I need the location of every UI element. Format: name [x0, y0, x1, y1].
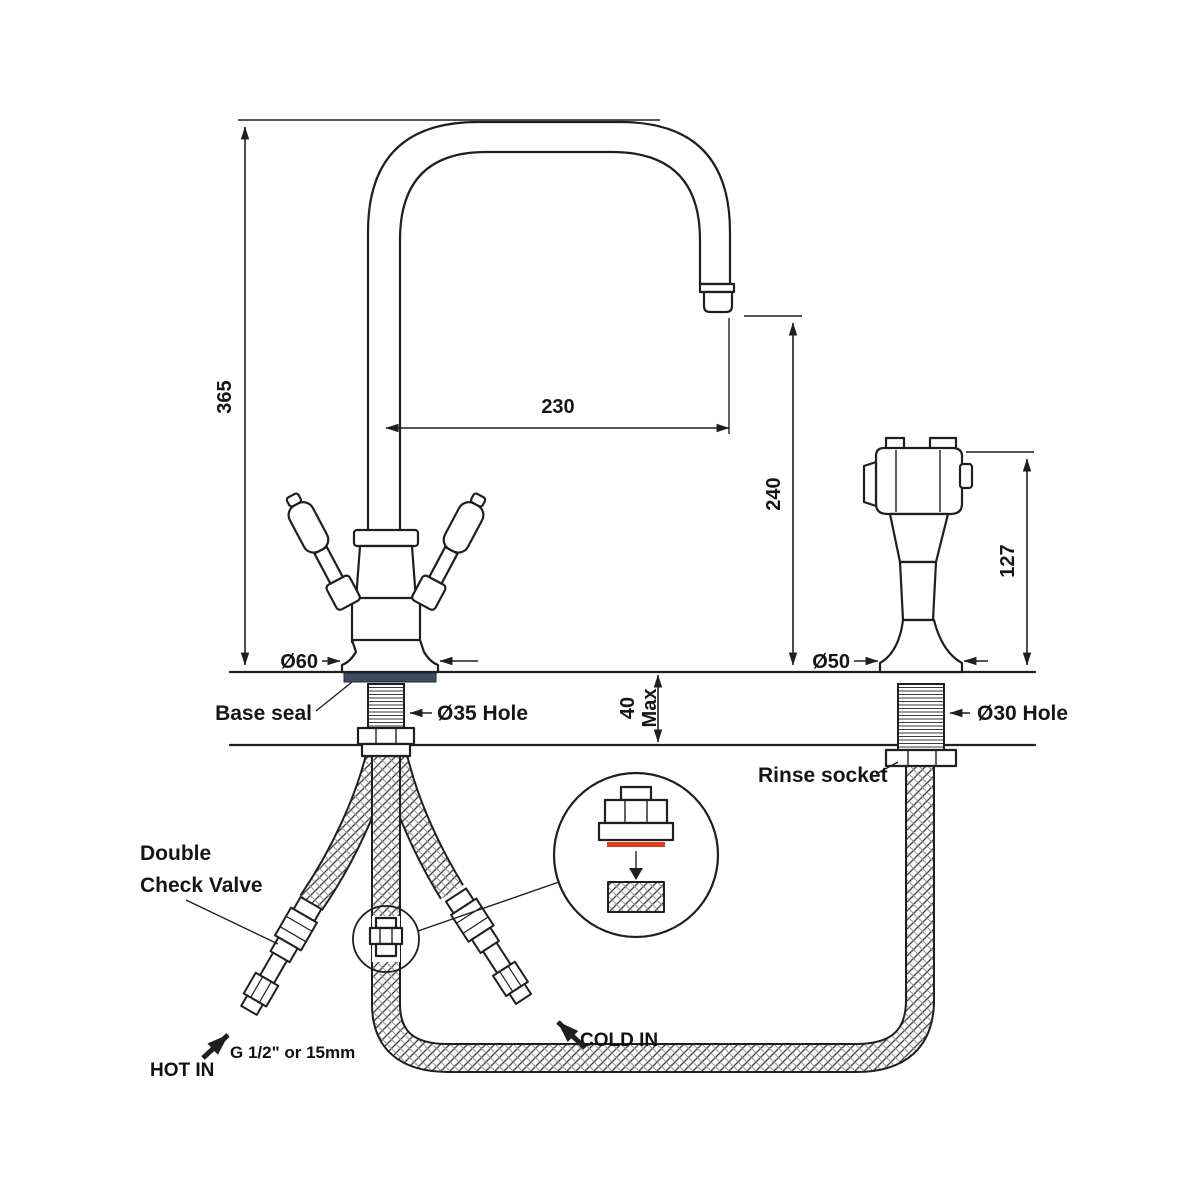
- dim-d35-label: Ø35 Hole: [437, 702, 528, 725]
- body-lower: [350, 596, 422, 644]
- right-lever-handle: [411, 492, 487, 611]
- hot-in-label: HOT IN: [150, 1060, 214, 1081]
- check-valve-detail-view: [552, 771, 720, 939]
- spray-head: [874, 446, 964, 516]
- body-neck: [354, 544, 418, 602]
- left-lever-handle: [285, 492, 361, 611]
- detail-leader-line: [417, 881, 560, 932]
- spout-outline: [366, 120, 732, 554]
- mixer-tap: [285, 120, 736, 758]
- dim-365-label: 365: [214, 380, 236, 413]
- dim-127-label: 127: [997, 544, 1019, 577]
- spray-body: [898, 560, 938, 622]
- valve-seal-highlight: [607, 842, 665, 847]
- dim-240-label: 240: [763, 477, 785, 510]
- dim-d30-label: Ø30 Hole: [977, 702, 1068, 725]
- base-seal-band: [343, 672, 437, 683]
- spray-neck: [888, 512, 950, 564]
- cold-supply-hose: [380, 752, 464, 900]
- aerator: [702, 290, 734, 314]
- dim-max-label: Max: [639, 689, 661, 728]
- connection-size-label: G 1/2" or 15mm: [230, 1043, 355, 1062]
- cold-in-label: COLD IN: [580, 1030, 658, 1051]
- double-check-valve-label-line2: Check Valve: [140, 874, 263, 897]
- spray-trigger: [862, 460, 878, 508]
- body-base-flare: [340, 638, 440, 674]
- coupling-callout-circle: [352, 905, 420, 973]
- dim-230-label: 230: [541, 396, 574, 418]
- spout-tip: [698, 282, 736, 294]
- rinse-socket-shank: [884, 683, 958, 768]
- annotations: Base seal Rinse socket Double Check Valv…: [140, 681, 899, 1081]
- hose-coupling: [352, 905, 420, 973]
- dim-d60-label: Ø60: [280, 651, 318, 673]
- cold-double-check-valve: [442, 885, 538, 1009]
- base-seal-leader: [315, 681, 353, 712]
- detail-flow-arrow: [629, 868, 643, 880]
- rinse-socket-label: Rinse socket: [758, 764, 888, 787]
- tap-mounting-shank: [356, 683, 416, 758]
- base-seal-label: Base seal: [215, 702, 312, 725]
- rinse-spray: [862, 436, 974, 768]
- double-check-valve-label-line1: Double: [140, 842, 211, 865]
- spray-side-knob: [958, 462, 974, 490]
- check-valve-leader: [185, 899, 279, 945]
- dim-40-label: 40: [617, 697, 639, 719]
- dimensions: 365 230 240 127 40 Max Ø60 Ø50 Ø35 Hole …: [214, 119, 1068, 743]
- spray-base-bell: [878, 618, 964, 674]
- cold-in-arrow: [556, 1020, 587, 1050]
- hot-in-arrow: [201, 1033, 230, 1060]
- hot-double-check-valve: [235, 894, 325, 1019]
- hot-supply-hose: [299, 752, 393, 911]
- body-collar: [352, 528, 420, 548]
- rinse-socket-leader: [875, 761, 899, 775]
- rinse-spray-hose: [371, 756, 935, 1073]
- dim-d50-label: Ø50: [812, 651, 850, 673]
